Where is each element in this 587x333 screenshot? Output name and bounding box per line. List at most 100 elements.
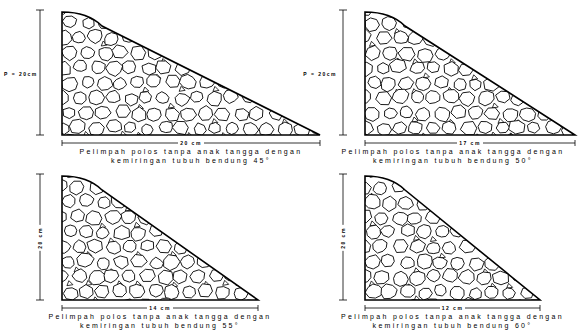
stone bbox=[209, 122, 221, 133]
stone bbox=[437, 16, 450, 28]
stone bbox=[73, 60, 86, 71]
stone bbox=[256, 301, 271, 314]
small-stone bbox=[134, 222, 140, 227]
small-stone bbox=[67, 281, 73, 286]
stone bbox=[242, 32, 258, 46]
stone-fill bbox=[355, 0, 587, 154]
stone bbox=[377, 32, 393, 44]
stone bbox=[260, 92, 274, 105]
stone bbox=[381, 284, 397, 299]
stone bbox=[496, 91, 510, 103]
stone bbox=[63, 288, 78, 300]
small-stone bbox=[223, 74, 229, 79]
stone bbox=[442, 209, 456, 221]
stone bbox=[519, 108, 535, 122]
stone bbox=[356, 182, 371, 194]
stone bbox=[553, 104, 566, 118]
stone bbox=[114, 225, 130, 239]
stone bbox=[426, 243, 440, 254]
stone bbox=[475, 29, 490, 43]
stone bbox=[544, 61, 559, 75]
stone bbox=[257, 240, 270, 251]
stone bbox=[535, 195, 547, 207]
weir-outline bbox=[365, 176, 540, 300]
stone bbox=[364, 194, 380, 209]
stone bbox=[188, 301, 204, 314]
stone bbox=[215, 197, 229, 209]
small-stone bbox=[262, 265, 268, 270]
stone bbox=[445, 0, 457, 12]
stone bbox=[443, 90, 459, 103]
small-stone bbox=[423, 73, 429, 78]
stone bbox=[201, 167, 215, 181]
small-stone bbox=[548, 296, 554, 301]
stone bbox=[569, 47, 583, 59]
stone bbox=[249, 106, 263, 120]
stone bbox=[141, 240, 154, 251]
stone bbox=[561, 33, 576, 45]
stone bbox=[164, 255, 181, 271]
stone bbox=[442, 121, 456, 134]
stone bbox=[486, 226, 500, 239]
stone bbox=[105, 1, 119, 13]
small-stone bbox=[237, 43, 243, 48]
stone bbox=[122, 270, 135, 282]
stone bbox=[501, 18, 514, 28]
stone bbox=[175, 211, 187, 222]
stone bbox=[401, 257, 415, 269]
stone bbox=[377, 1, 391, 12]
small-stone bbox=[205, 251, 211, 256]
stone bbox=[72, 269, 87, 283]
stone bbox=[189, 0, 205, 12]
stone bbox=[394, 271, 409, 286]
stone bbox=[269, 108, 283, 121]
stone-fill bbox=[356, 163, 555, 319]
stone bbox=[224, 180, 239, 192]
stone bbox=[357, 240, 370, 253]
small-stone bbox=[497, 27, 503, 32]
stone bbox=[460, 181, 474, 192]
stone bbox=[89, 90, 105, 105]
stone bbox=[398, 197, 414, 210]
small-stone bbox=[430, 26, 436, 31]
stone bbox=[183, 226, 196, 238]
small-stone bbox=[127, 27, 133, 32]
stone bbox=[385, 108, 398, 119]
stone bbox=[373, 182, 386, 195]
stone bbox=[148, 136, 164, 149]
small-stone bbox=[179, 236, 185, 241]
stone bbox=[213, 166, 229, 181]
stone bbox=[394, 31, 409, 44]
stone bbox=[156, 92, 169, 104]
stone bbox=[492, 61, 507, 74]
stone bbox=[54, 211, 66, 223]
small-stone bbox=[560, 103, 566, 108]
stone bbox=[148, 196, 161, 207]
caption-text: Pelimpah polos tanpa anak tangga dengan … bbox=[60, 147, 322, 165]
stone bbox=[365, 284, 383, 298]
stone bbox=[129, 194, 144, 209]
dimension-tick bbox=[365, 305, 366, 311]
stone bbox=[69, 119, 85, 133]
stone bbox=[320, 15, 333, 27]
small-stone bbox=[333, 119, 339, 124]
stone bbox=[416, 77, 431, 90]
stone bbox=[519, 195, 532, 207]
stone bbox=[373, 240, 387, 254]
weir-body bbox=[62, 12, 320, 135]
stone bbox=[269, 18, 281, 28]
stone bbox=[571, 136, 586, 149]
stone bbox=[519, 47, 532, 59]
stone bbox=[376, 92, 392, 105]
stone bbox=[72, 31, 85, 42]
stone bbox=[106, 241, 120, 254]
stone bbox=[130, 284, 145, 298]
stone bbox=[175, 94, 190, 107]
stone bbox=[402, 17, 415, 28]
stone bbox=[95, 106, 111, 119]
stone bbox=[503, 288, 515, 299]
small-stone bbox=[256, 222, 262, 227]
stone bbox=[79, 285, 93, 299]
small-stone bbox=[203, 11, 209, 16]
